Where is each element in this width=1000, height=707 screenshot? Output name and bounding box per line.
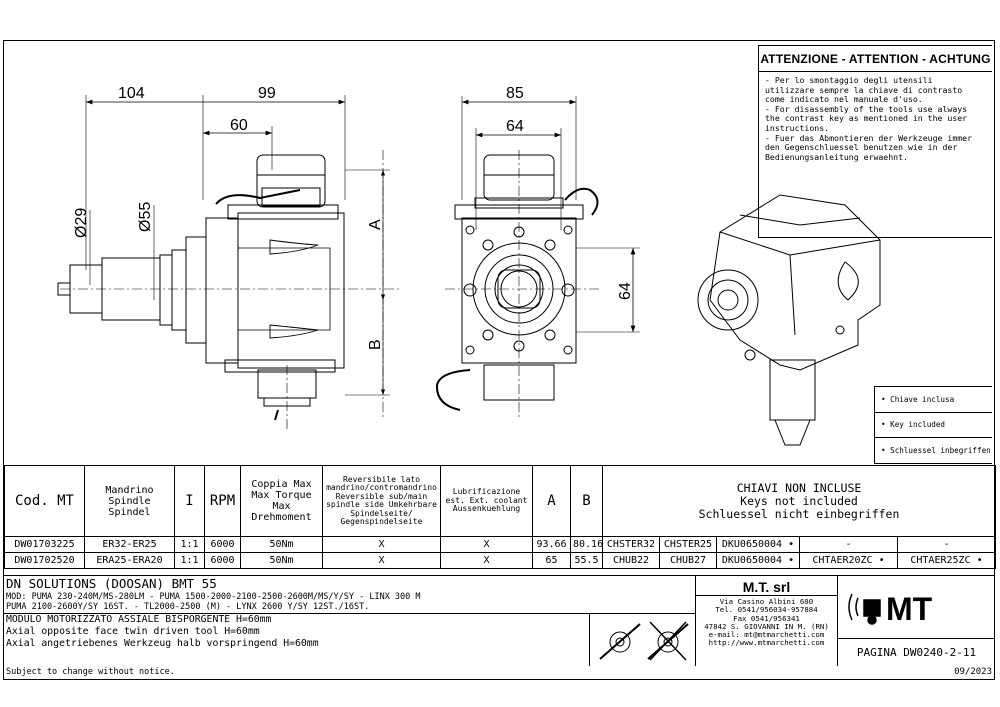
header-coppia: Coppia Max Max Torque Max Drehmoment <box>240 465 323 537</box>
header-b: B <box>570 465 603 537</box>
header-reversibile: Reversibile lato mandrino/contromandrino… <box>322 465 441 537</box>
cell-b: 55.5 <box>570 552 603 569</box>
desc-de: Axial angetriebenes Werkzeug halb vorspr… <box>6 638 319 649</box>
company-address: Via Casino Albini 680 <box>719 597 814 606</box>
dim-99: 99 <box>258 85 276 102</box>
cell-ratio: 1:1 <box>174 552 205 569</box>
subject-note: Subject to change without notice. <box>6 667 175 677</box>
cell-key4: CHTAER20ZC • <box>799 552 898 569</box>
cell-cod: DW01703225 <box>4 536 85 553</box>
cell-rev: X <box>322 552 441 569</box>
legend-chiave-inclusa: • Chiave inclusa <box>875 387 992 413</box>
legend-key-included: • Key included <box>875 413 992 438</box>
cell-key4: - <box>799 536 898 553</box>
cell-key1: CHSTER32 <box>602 536 660 553</box>
cell-key3: DKU0650004 • <box>716 536 800 553</box>
key-usage-icons <box>589 613 695 666</box>
company-city: 47842 S. GIOVANNI IN M. (RN) <box>704 621 829 631</box>
attention-note-de: - Fuer das Abmontieren der Werkzeuge imm… <box>765 132 973 162</box>
table-row: DW01703225 ER32-ER25 1:1 6000 50Nm X X 9… <box>4 536 997 553</box>
dim-104: 104 <box>118 85 145 102</box>
logo-text: MT <box>886 591 933 627</box>
models-line-1: MOD: PUMA 230-240M/MS-280LM - PUMA 1500-… <box>6 592 421 602</box>
isometric-view <box>697 194 881 446</box>
front-view <box>435 96 640 420</box>
cell-key5: CHTAER25ZC • <box>896 552 997 569</box>
legend-schluessel: • Schluessel inbegriffen <box>881 446 991 456</box>
cell-a: 65 <box>532 552 571 569</box>
header-ratio: I <box>174 465 205 537</box>
dim-60: 60 <box>230 117 248 134</box>
header-a: A <box>532 465 571 537</box>
cell-key2: CHUB27 <box>659 552 717 569</box>
cell-ratio: 1:1 <box>174 536 205 553</box>
desc-it: MODULO MOTORIZZATO ASSIALE BISPORGENTE H… <box>6 614 272 625</box>
header-rpm: RPM <box>204 465 241 537</box>
header-chiavi: CHIAVI NON INCLUSE Keys not included Sch… <box>601 465 997 537</box>
drawing-sheet <box>3 40 995 680</box>
revision-date: 09/2023 <box>954 667 992 677</box>
side-view <box>57 95 400 430</box>
company-block: M.T. srl Via Casino Albini 680 Tel. 0541… <box>695 576 838 666</box>
header-lubrificazione: Lubrificazione est. Ext. coolant Aussenk… <box>440 465 533 537</box>
keys-legend: • Chiave inclusa • Key included • Schlue… <box>874 386 992 464</box>
dim-64-side: 64 <box>617 282 634 300</box>
cell-mandrino: ER32-ER25 <box>84 536 175 553</box>
cell-coppia: 50Nm <box>240 552 323 569</box>
logo-icon: MT <box>847 591 933 627</box>
header-cod: Cod. MT <box>4 465 85 537</box>
cell-mandrino: ERA25-ERA20 <box>84 552 175 569</box>
desc-en: Axial opposite face twin driven tool H=6… <box>6 626 260 637</box>
tool-table: Cod. MT Mandrino Spindle Spindel I RPM C… <box>4 465 997 569</box>
header-mandrino: Mandrino Spindle Spindel <box>84 465 175 537</box>
company-name: M.T. srl <box>742 579 791 595</box>
cell-rev: X <box>322 536 441 553</box>
cell-key3: DKU0650004 • <box>716 552 800 569</box>
mt-logo: MT <box>838 576 995 638</box>
attention-note-it: - Per lo smontaggio degli utensili utili… <box>765 75 963 105</box>
company-email: e-mail: mt@mtmarchetti.com <box>708 630 825 640</box>
dim-b: B <box>367 339 384 350</box>
cell-coppia: 50Nm <box>240 536 323 553</box>
cell-a: 93.66 <box>532 536 571 553</box>
cell-key2: CHSTER25 <box>659 536 717 553</box>
wrench-icon <box>599 621 689 661</box>
dim-a: A <box>367 219 384 230</box>
attention-note-en: - For disassembly of the tools use alway… <box>765 103 968 133</box>
cell-key5: - <box>896 536 997 553</box>
company-tel: Tel. 0541/956034-957884 <box>715 605 818 615</box>
cell-rpm: 6000 <box>204 536 241 553</box>
machine-name: DN SOLUTIONS (DOOSAN) BMT 55 <box>6 576 217 591</box>
dim-64-top: 64 <box>506 118 524 135</box>
cell-rpm: 6000 <box>204 552 241 569</box>
attention-box: ATTENZIONE - ATTENTION - ACHTUNG - Per l… <box>758 45 992 238</box>
cell-cod: DW01702520 <box>4 552 85 569</box>
company-fax: Fax 0541/956341 <box>733 613 800 623</box>
cell-key1: CHUB22 <box>602 552 660 569</box>
models-line-2: PUMA 2100-2600Y/SY 16ST. - TL2000-2500 (… <box>6 602 370 612</box>
company-web: http://www.mtmarchetti.com <box>708 638 825 648</box>
cell-lub: X <box>440 552 533 569</box>
page-number: PAGINA DW0240-2-11 <box>838 638 995 666</box>
cell-b: 80.16 <box>570 536 603 553</box>
dim-dia55: Ø55 <box>137 202 154 232</box>
dim-dia29: Ø29 <box>73 208 90 238</box>
table-row: DW01702520 ERA25-ERA20 1:1 6000 50Nm X X… <box>4 552 997 569</box>
title-block: DN SOLUTIONS (DOOSAN) BMT 55 MOD: PUMA 2… <box>4 575 995 666</box>
dim-85: 85 <box>506 85 524 102</box>
attention-title: ATTENZIONE - ATTENTION - ACHTUNG <box>759 46 992 72</box>
cell-lub: X <box>440 536 533 553</box>
